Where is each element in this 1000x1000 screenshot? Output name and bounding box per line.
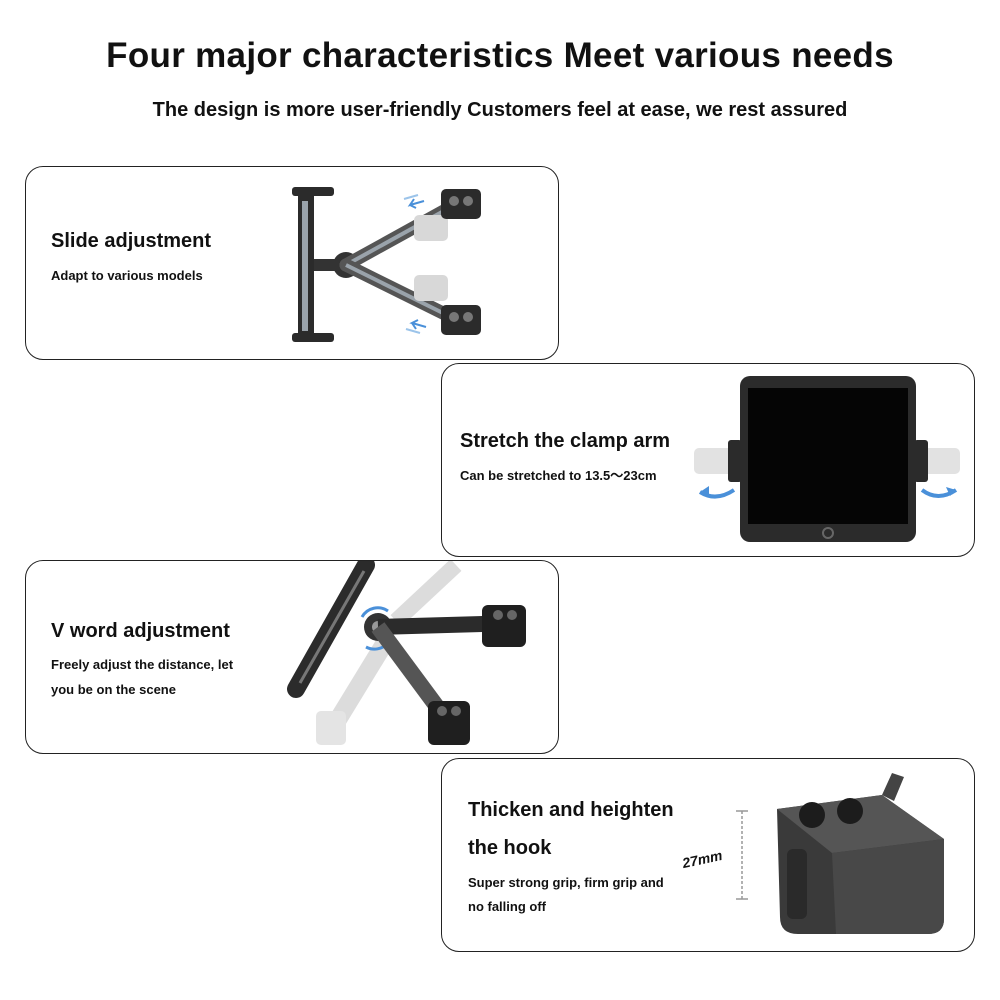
feature-desc: no falling off — [468, 899, 546, 914]
hook-illustration — [736, 773, 944, 934]
dimension-label: 27mm — [680, 846, 724, 872]
feature-title: V word adjustment — [51, 620, 230, 642]
feature-desc: Freely adjust the distance, let — [51, 657, 234, 672]
feature-card-v-word: V word adjustment Freely adjust the dist… — [25, 560, 559, 754]
feature-title: Slide adjustment — [51, 230, 212, 252]
page-subtitle: The design is more user-friendly Custome… — [152, 99, 848, 121]
feature-card-hook: Thicken and heighten the hook Super stro… — [441, 758, 975, 952]
feature-title: Thicken and heighten — [468, 799, 674, 821]
feature-title: Stretch the clamp arm — [460, 430, 671, 452]
feature-card-slide: Slide adjustment Adapt to various models — [25, 166, 559, 360]
tablet-clamp-illustration — [694, 376, 960, 542]
feature-desc: Can be stretched to 13.5～23cm — [460, 468, 657, 483]
slide-holder-illustration — [292, 187, 481, 342]
feature-desc: Super strong grip, firm grip and — [468, 875, 664, 890]
feature-desc: Adapt to various models — [51, 268, 203, 283]
feature-title: the hook — [468, 837, 552, 859]
feature-card-stretch: Stretch the clamp arm Can be stretched t… — [441, 363, 975, 557]
page-title: Four major characteristics Meet various … — [106, 36, 894, 75]
v-bracket-illustration — [287, 561, 526, 745]
feature-desc: you be on the scene — [51, 682, 176, 697]
